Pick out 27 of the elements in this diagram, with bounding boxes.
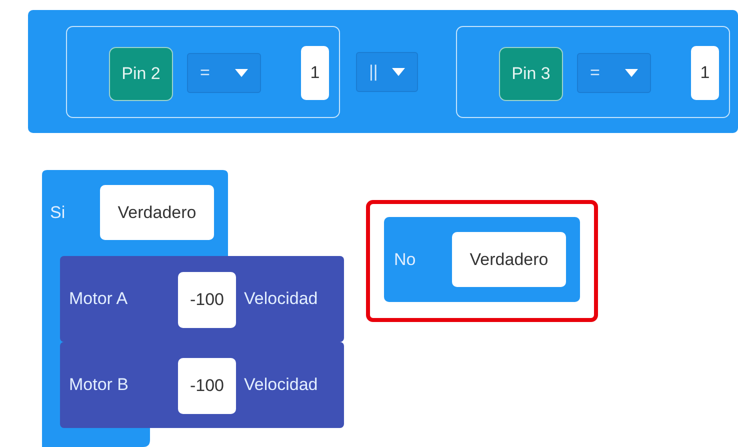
code-block bbox=[28, 10, 738, 133]
operator-dropdown bbox=[187, 53, 261, 93]
block-label: No bbox=[394, 250, 416, 270]
value-input: 1 bbox=[301, 46, 329, 100]
pin-block: Pin 3 bbox=[499, 47, 563, 101]
block-label: Si bbox=[50, 203, 66, 223]
value-input: -100 bbox=[178, 272, 236, 328]
block-label: Motor B bbox=[69, 375, 129, 395]
pin-block: Pin 2 bbox=[109, 47, 173, 101]
value-input: Verdadero bbox=[452, 232, 566, 287]
value-input: 1 bbox=[691, 46, 719, 100]
condition-block bbox=[66, 26, 340, 118]
operator-symbol: = bbox=[590, 63, 600, 83]
operator-dropdown bbox=[356, 52, 418, 92]
condition-block bbox=[456, 26, 730, 118]
motor-block bbox=[60, 342, 344, 428]
operator-dropdown bbox=[577, 53, 651, 93]
value-input: -100 bbox=[178, 358, 236, 414]
motor-block bbox=[60, 256, 344, 342]
highlight-frame bbox=[366, 200, 598, 322]
value-input: Verdadero bbox=[100, 185, 214, 240]
code-block bbox=[384, 217, 580, 302]
operator-symbol: || bbox=[369, 62, 378, 82]
block-label: Velocidad bbox=[244, 375, 318, 395]
block-label: Motor A bbox=[69, 289, 128, 309]
operator-symbol: = bbox=[200, 63, 210, 83]
block-label: Velocidad bbox=[244, 289, 318, 309]
